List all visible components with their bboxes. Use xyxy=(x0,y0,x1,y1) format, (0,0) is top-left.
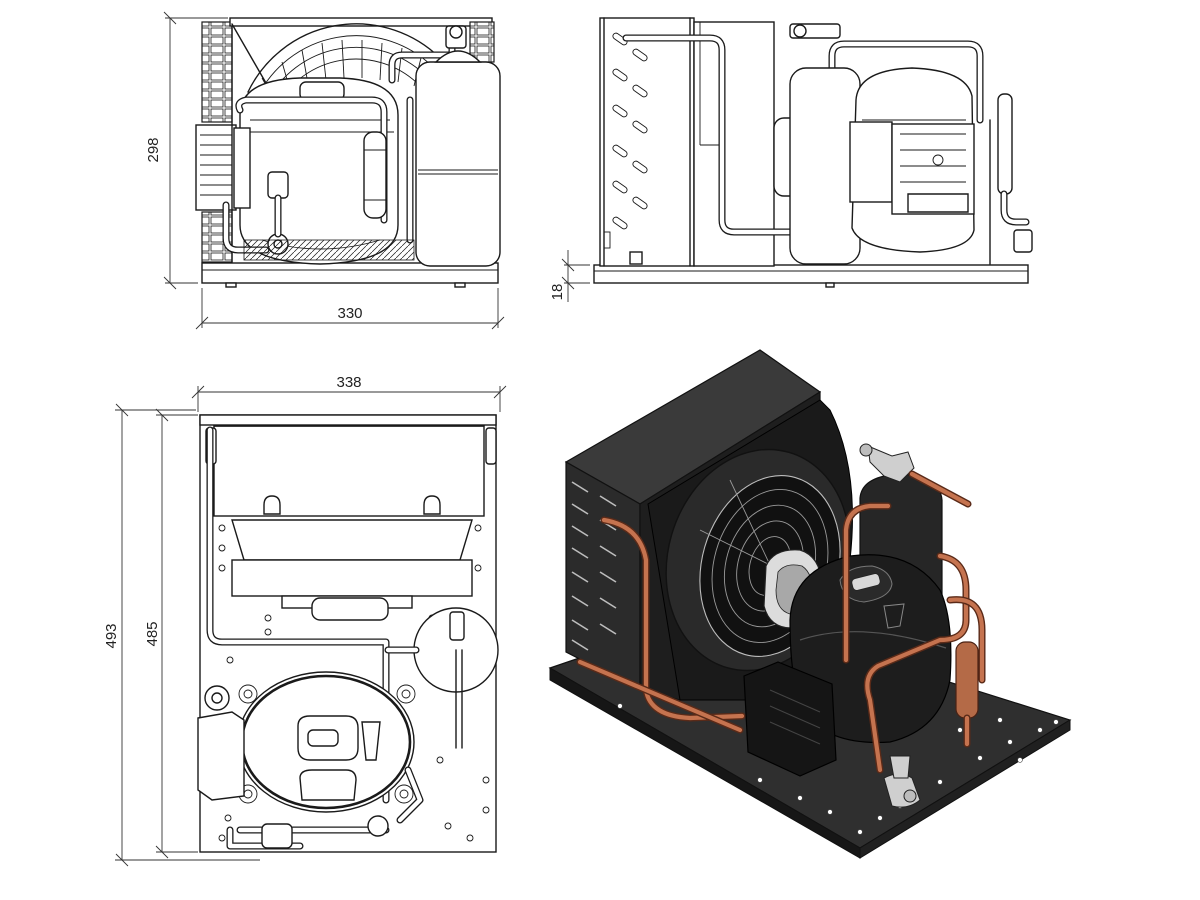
front-width-dimension: 330 xyxy=(195,288,505,330)
top-width-label: 338 xyxy=(336,374,361,391)
front-view xyxy=(195,17,501,288)
top-width-dimension: 338 xyxy=(191,374,507,412)
isometric-view xyxy=(548,349,1072,859)
front-height-dimension: 298 xyxy=(145,11,228,290)
front-width-label: 330 xyxy=(337,305,362,322)
front-height-label: 298 xyxy=(145,137,162,162)
top-base-depth-label: 485 xyxy=(144,621,161,646)
top-overall-depth-label: 493 xyxy=(103,623,120,648)
top-view xyxy=(197,414,499,853)
top-base-depth-dimension: 485 xyxy=(144,408,198,859)
side-base-thickness-label: 18 xyxy=(549,284,566,301)
top-overall-depth-dimension: 493 xyxy=(103,403,260,867)
side-view xyxy=(593,17,1033,288)
side-base-thickness-dimension: 18 xyxy=(549,250,590,302)
